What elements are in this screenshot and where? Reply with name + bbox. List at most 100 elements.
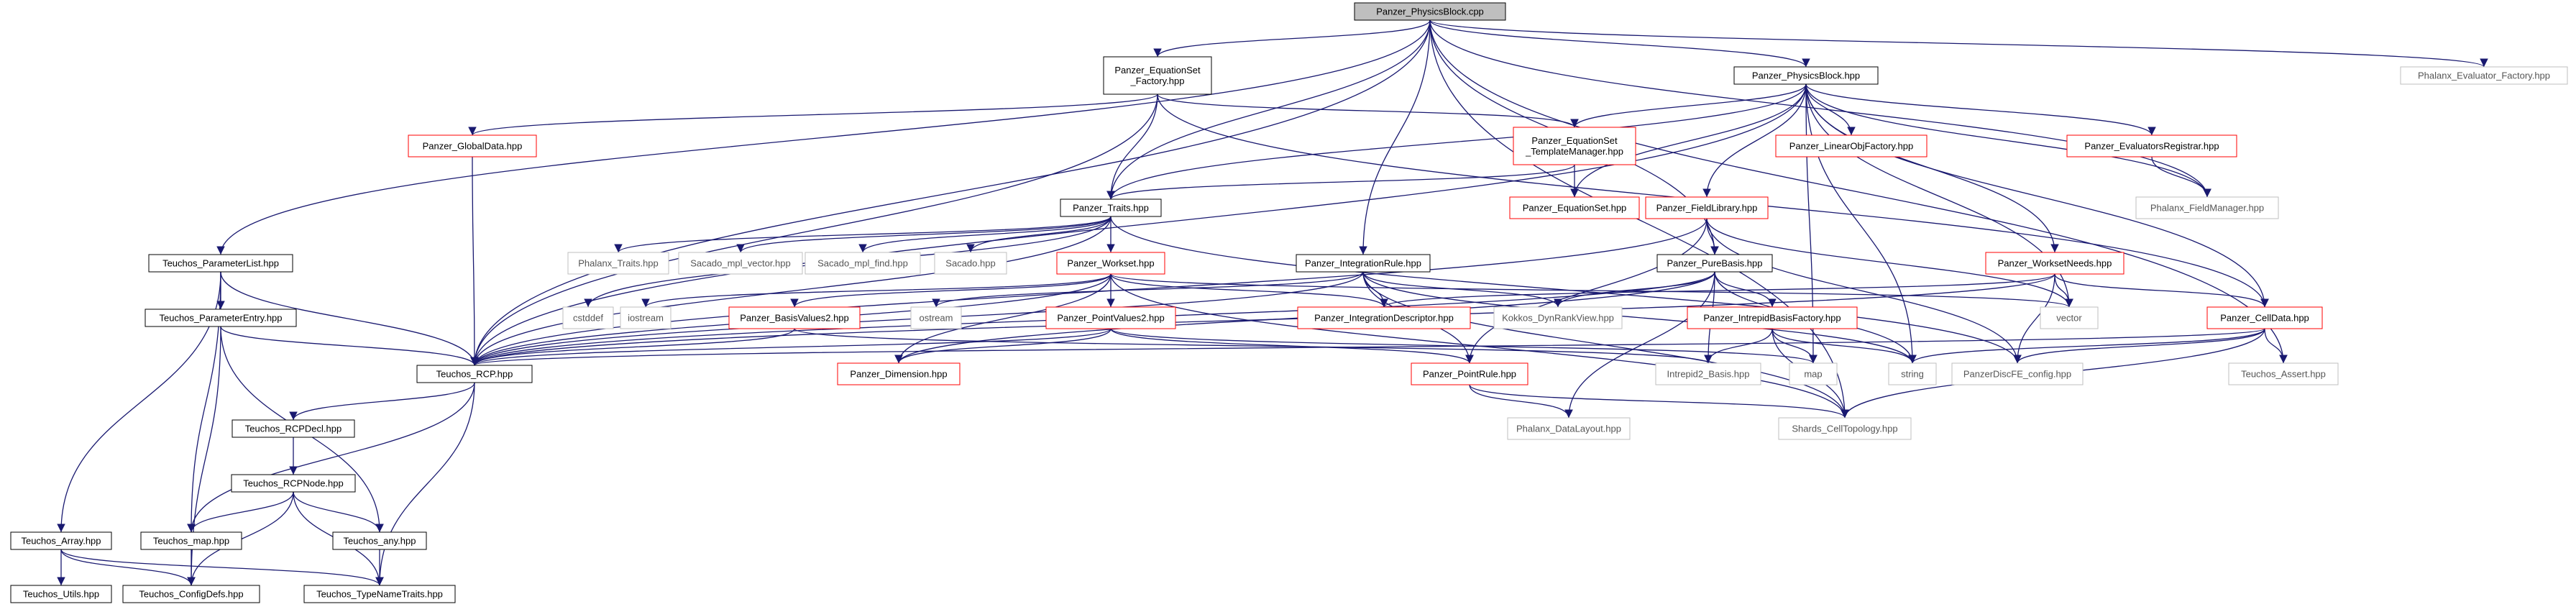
- edge-panzer-traits-to-phalanx-traits: [614, 216, 1111, 253]
- edge-physicsblock-hpp-to-panzer-fieldlibrary: [1702, 83, 1807, 198]
- node-panzer-fieldlibrary[interactable]: Panzer_FieldLibrary.hpp: [1645, 196, 1769, 219]
- edge-panzer-workset-to-iostream: [641, 273, 1111, 308]
- node-panzer-traits-label: Panzer_Traits.hpp: [1073, 203, 1149, 214]
- node-panzer-pointvalues2[interactable]: Panzer_PointValues2.hpp: [1045, 306, 1176, 329]
- node-linearobjfactory[interactable]: Panzer_LinearObjFactory.hpp: [1775, 134, 1928, 157]
- node-panzer-basisvalues2-label: Panzer_BasisValues2.hpp: [740, 313, 849, 324]
- node-iostream-label: iostream: [628, 313, 664, 324]
- node-phalanx-traits-label: Phalanx_Traits.hpp: [578, 258, 659, 269]
- edge-panzer-integrationrule-to-kokkos-dynrankview: [1362, 271, 1562, 308]
- node-teuchos-configdefs-box: [122, 585, 260, 603]
- edge-evaluatorsregistrar-to-phalanx-fieldmanager: [2151, 156, 2211, 198]
- edge-panzer-pointvalues2-to-panzer-pointrule: [1110, 328, 1474, 364]
- edge-equationset-factory-to-teuchos-rcp: [470, 93, 1158, 366]
- node-equationset-templatemanager[interactable]: Panzer_EquationSet_TemplateManager.hpp: [1513, 127, 1636, 165]
- node-teuchos-map[interactable]: Teuchos_map.hpp: [140, 531, 242, 550]
- edge-layer: [57, 19, 2488, 586]
- edge-teuchos-rcp-to-teuchos-map: [187, 382, 475, 533]
- node-panzer-intrepidbasisfactory[interactable]: Panzer_IntrepidBasisFactory.hpp: [1687, 306, 1858, 329]
- edge-panzer-traits-to-teuchos-rcp: [470, 216, 1111, 366]
- node-teuchos-assert: Teuchos_Assert.hpp: [2228, 362, 2339, 385]
- node-panzer-integrationrule[interactable]: Panzer_IntegrationRule.hpp: [1296, 254, 1431, 273]
- node-panzer-integrationdescriptor[interactable]: Panzer_IntegrationDescriptor.hpp: [1297, 306, 1471, 329]
- edge-panzer-traits-to-sacado: [966, 216, 1111, 253]
- node-physicsblock-cpp-label: Panzer_PhysicsBlock.cpp: [1376, 6, 1484, 17]
- node-teuchos-typenametraits-label: Teuchos_TypeNameTraits.hpp: [316, 589, 443, 600]
- node-teuchos-any[interactable]: Teuchos_any.hpp: [332, 531, 427, 550]
- node-panzer-worksetneeds[interactable]: Panzer_WorksetNeeds.hpp: [1985, 252, 2124, 275]
- node-teuchos-parameterlist[interactable]: Teuchos_ParameterList.hpp: [148, 254, 293, 273]
- edge-panzer-fieldlibrary-to-teuchos-rcp: [470, 218, 1708, 366]
- node-sacado-mpl-find-box: [805, 252, 921, 275]
- node-phalanx-fieldmanager-label: Phalanx_FieldManager.hpp: [2150, 203, 2264, 214]
- node-iostream-box: [620, 306, 671, 329]
- node-panzer-purebasis-label: Panzer_PureBasis.hpp: [1667, 258, 1763, 269]
- node-panzer-fieldlibrary-box: [1645, 196, 1769, 219]
- node-shards-celltopology: Shards_CellTopology.hpp: [1778, 417, 1912, 440]
- edge-panzer-fieldlibrary-to-panzerdiscfe-config: [1706, 218, 2022, 364]
- edge-physicsblock-hpp-to-teuchos-rcp: [470, 83, 1807, 366]
- node-teuchos-rcp-box: [416, 365, 533, 383]
- edge-physicsblock-cpp-to-equationset-factory: [1153, 19, 1431, 58]
- node-panzer-worksetneeds-box: [1985, 252, 2124, 275]
- edge-physicsblock-cpp-to-panzer-integrationrule: [1359, 19, 1431, 255]
- node-evaluatorsregistrar-box: [2066, 134, 2237, 157]
- node-teuchos-rcpdecl[interactable]: Teuchos_RCPDecl.hpp: [232, 419, 355, 438]
- node-string-label: string: [1901, 369, 1924, 380]
- node-teuchos-map-label: Teuchos_map.hpp: [153, 536, 229, 547]
- node-teuchos-typenametraits[interactable]: Teuchos_TypeNameTraits.hpp: [303, 585, 456, 603]
- edge-panzer-workset-to-vector: [1110, 273, 2073, 308]
- node-map: map: [1789, 362, 1838, 385]
- edge-panzer-worksetneeds-to-teuchos-rcp: [470, 273, 2055, 366]
- edge-panzer-pointvalues2-to-teuchos-rcp: [470, 328, 1111, 366]
- node-panzer-equationset[interactable]: Panzer_EquationSet.hpp: [1509, 196, 1640, 219]
- node-teuchos-utils[interactable]: Teuchos_Utils.hpp: [10, 585, 112, 603]
- edge-equationset-templatemanager-to-panzer-traits: [1106, 164, 1575, 200]
- edge-panzer-intrepidbasisfactory-to-map: [1771, 328, 1818, 364]
- node-intrepid2-basis-box: [1655, 362, 1761, 385]
- node-panzer-workset[interactable]: Panzer_Workset.hpp: [1056, 252, 1165, 275]
- node-teuchos-rcp[interactable]: Teuchos_RCP.hpp: [416, 365, 533, 383]
- edge-panzer-basisvalues2-to-intrepid2-basis: [794, 328, 1713, 364]
- node-panzer-pointrule[interactable]: Panzer_PointRule.hpp: [1411, 362, 1528, 385]
- node-teuchos-any-label: Teuchos_any.hpp: [344, 536, 416, 547]
- edge-physicsblock-cpp-to-panzer-traits: [1106, 19, 1431, 200]
- node-panzer-celldata[interactable]: Panzer_CellData.hpp: [2206, 306, 2323, 329]
- node-panzer-traits[interactable]: Panzer_Traits.hpp: [1060, 198, 1162, 217]
- node-panzer-basisvalues2[interactable]: Panzer_BasisValues2.hpp: [728, 306, 861, 329]
- node-teuchos-configdefs-label: Teuchos_ConfigDefs.hpp: [139, 589, 243, 600]
- node-evaluatorsregistrar[interactable]: Panzer_EvaluatorsRegistrar.hpp: [2066, 134, 2237, 157]
- node-teuchos-rcpnode[interactable]: Teuchos_RCPNode.hpp: [231, 474, 356, 493]
- node-vector-box: [2040, 306, 2099, 329]
- node-teuchos-parameterentry[interactable]: Teuchos_ParameterEntry.hpp: [145, 309, 297, 327]
- node-kokkos-dynrankview-label: Kokkos_DynRankView.hpp: [1502, 313, 1614, 324]
- edge-teuchos-array-to-teuchos-configdefs: [60, 549, 196, 586]
- node-physicsblock-hpp[interactable]: Panzer_PhysicsBlock.hpp: [1733, 66, 1879, 85]
- node-layer: Panzer_PhysicsBlock.cppTeuchos_Parameter…: [10, 2, 2568, 603]
- node-equationset-templatemanager-label: _TemplateManager.hpp: [1525, 146, 1623, 157]
- edge-physicsblock-cpp-to-teuchos-rcp: [470, 19, 1431, 366]
- node-map-label: map: [1804, 369, 1822, 380]
- edge-physicsblock-cpp-to-phalanx-fieldmanager: [1429, 19, 2211, 198]
- node-panzer-dimension-box: [837, 362, 961, 385]
- node-intrepid2-basis-label: Intrepid2_Basis.hpp: [1667, 369, 1750, 380]
- node-globaldata[interactable]: Panzer_GlobalData.hpp: [408, 134, 537, 157]
- edge-teuchos-parameterentry-to-teuchos-rcp: [220, 326, 479, 366]
- edge-panzer-pointrule-to-shards-celltopology: [1469, 384, 1849, 419]
- node-intrepid2-basis: Intrepid2_Basis.hpp: [1655, 362, 1761, 385]
- edge-physicsblock-hpp-to-panzer-celldata: [1805, 83, 2269, 308]
- node-kokkos-dynrankview: Kokkos_DynRankView.hpp: [1493, 306, 1623, 329]
- node-panzer-purebasis[interactable]: Panzer_PureBasis.hpp: [1656, 254, 1773, 273]
- node-panzer-dimension[interactable]: Panzer_Dimension.hpp: [837, 362, 961, 385]
- edge-teuchos-rcpnode-to-teuchos-configdefs: [187, 491, 294, 586]
- node-linearobjfactory-box: [1775, 134, 1928, 157]
- edge-panzer-integrationrule-to-ostream: [932, 271, 1364, 308]
- node-teuchos-configdefs[interactable]: Teuchos_ConfigDefs.hpp: [122, 585, 260, 603]
- edge-panzer-worksetneeds-to-vector: [2054, 273, 2073, 308]
- node-teuchos-array[interactable]: Teuchos_Array.hpp: [10, 531, 112, 550]
- node-equationset-templatemanager-box: [1513, 127, 1636, 165]
- node-equationset-factory[interactable]: Panzer_EquationSet_Factory.hpp: [1103, 56, 1212, 95]
- edge-panzer-intrepidbasisfactory-to-intrepid2-basis: [1704, 328, 1773, 364]
- edge-teuchos-rcpnode-to-teuchos-map: [187, 491, 294, 533]
